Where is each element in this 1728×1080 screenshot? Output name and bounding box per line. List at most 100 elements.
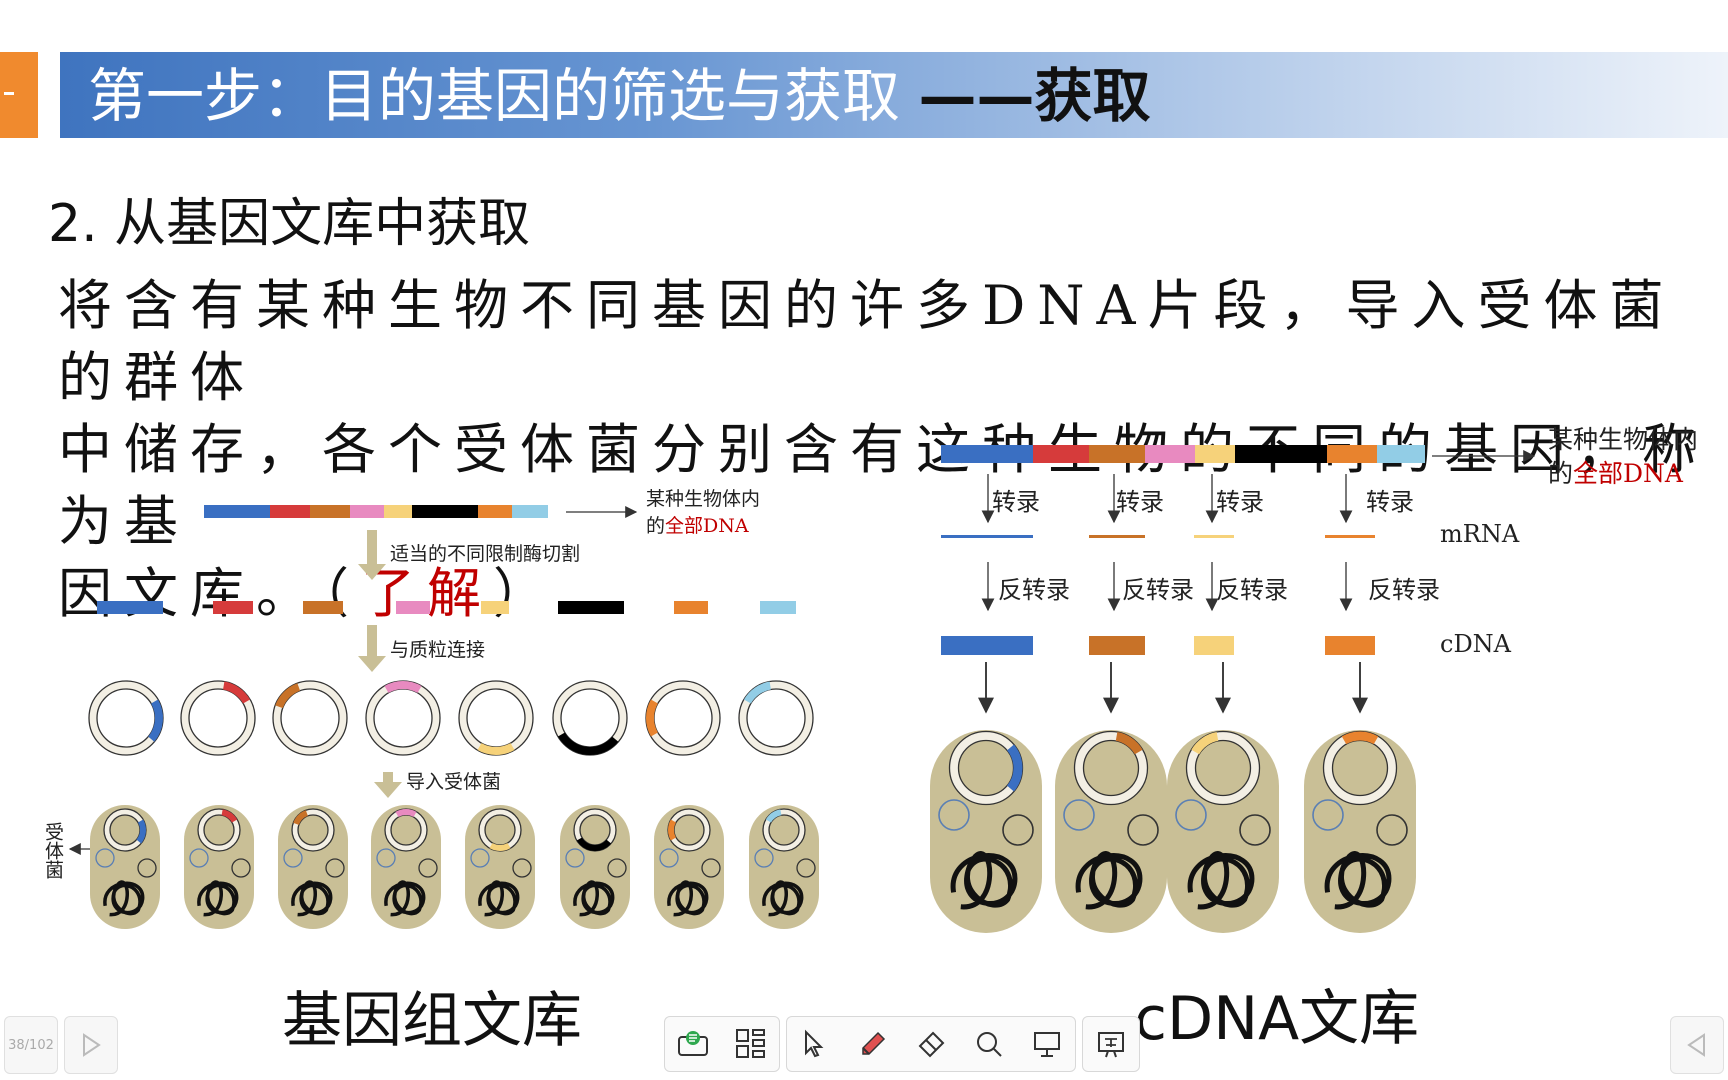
plasmid-outline [180,680,256,756]
plasmid-outline [458,680,534,756]
plasmid-outline [645,680,721,756]
chromosome [478,880,520,917]
plasmid-ring [198,809,240,851]
small-plasmid [95,848,115,868]
chat-button[interactable] [673,1024,713,1064]
plasmid-outline [280,688,340,748]
plasmid-outline [466,688,526,748]
presentation-button[interactable] [1091,1024,1131,1064]
plasmid-outline [384,808,428,852]
plasmid-ring [292,809,334,851]
host-cell [1304,730,1416,933]
host-cell [749,805,819,929]
small-plasmid [189,848,209,868]
eraser-icon [918,1031,945,1058]
plasmid-outline [272,680,348,756]
host-cell [560,805,630,929]
plasmid-outline [297,814,329,846]
plasmid-outline [88,680,164,756]
paragraph-line-3: 因文库。（了解） [58,558,1718,630]
zoom-button[interactable] [969,1024,1009,1064]
chromosome [1075,851,1143,910]
small-plasmid [659,848,679,868]
genomic-library-caption: 基因组文库 [282,986,582,1056]
small-plasmid [512,858,532,878]
plasmid-ring [385,809,427,851]
pen-button[interactable] [853,1024,893,1064]
plasmid-ring [574,809,616,851]
plasmid-outline [1082,739,1140,797]
plasmid-outline [1073,730,1149,806]
small-plasmid [607,858,627,878]
plasmid-ring [668,809,710,851]
genomic-step-ligate: 与质粒连接 [390,639,485,661]
plasmid-ring [366,681,440,755]
plasmid-insert [395,809,417,818]
down-arrow-head [374,782,402,798]
plasmid-ring [479,809,521,851]
plasmid-outline [762,808,806,852]
screen-button[interactable] [1027,1024,1067,1064]
page-indicator: 38/102 [4,1016,58,1074]
screen-icon [1034,1032,1060,1057]
plasmid-ring [459,681,533,755]
eraser-button[interactable] [911,1024,951,1064]
plasmid-ring [181,681,255,755]
next-page-button[interactable] [64,1016,118,1074]
plasmid-insert [489,842,511,851]
plasmid-ring [1074,731,1148,805]
definition-paragraph: 将含有某种生物不同基因的许多DNA片段，导入受体菌的群体 中储存，各个受体菌分别… [58,270,1718,630]
small-plasmid [796,858,816,878]
small-plasmid [701,858,721,878]
small-plasmid [1063,799,1095,831]
plasmid-ring [739,681,813,755]
plasmid-outline [768,814,800,846]
plasmid-outline [1194,739,1252,797]
grid-button[interactable] [731,1024,771,1064]
plasmid-outline [96,688,156,748]
small-plasmid [1175,799,1207,831]
small-plasmid [283,848,303,868]
down-arrow-head [358,656,386,672]
plasmid-outline [667,808,711,852]
plasmid-insert [275,683,301,709]
pointer-icon [805,1029,824,1058]
plasmid-ring [763,809,805,851]
plasmid-outline [957,739,1015,797]
chromosome [950,851,1018,910]
chromosome [197,880,239,917]
prev-page-button[interactable] [1670,1016,1724,1074]
cdna-fragment [941,636,1033,655]
plasmid-outline [484,814,516,846]
plasmid-outline [560,688,620,748]
plasmid-outline [203,814,235,846]
pointer-button[interactable] [795,1024,835,1064]
plasmid-ring [273,681,347,755]
plasmid-insert [477,743,515,755]
chromosome [384,880,426,917]
chromosome [667,880,709,917]
toolbar-group-tools [786,1016,1076,1072]
chromosome [1324,851,1392,910]
small-plasmid [470,848,490,868]
grid-icon [736,1029,765,1058]
plasmid-insert [765,809,782,823]
chromosome [762,880,804,917]
cdna-library-caption: cDNA文库 [1134,984,1420,1054]
host-cell [278,805,348,929]
host-cell [371,805,441,929]
small-plasmid [565,848,585,868]
chromosome [291,880,333,917]
chromosome [1187,851,1255,910]
cdna-label: cDNA [1440,630,1512,658]
host-cell [1167,730,1279,933]
plasmid-outline [478,808,522,852]
slide-accent-tab [0,52,38,138]
small-plasmid [1002,814,1034,846]
plasmid-outline [390,814,422,846]
host-cell [465,805,535,929]
plasmid-outline [948,730,1024,806]
small-plasmid [325,858,345,878]
plasmid-insert [743,681,772,704]
host-cell [1055,730,1167,933]
